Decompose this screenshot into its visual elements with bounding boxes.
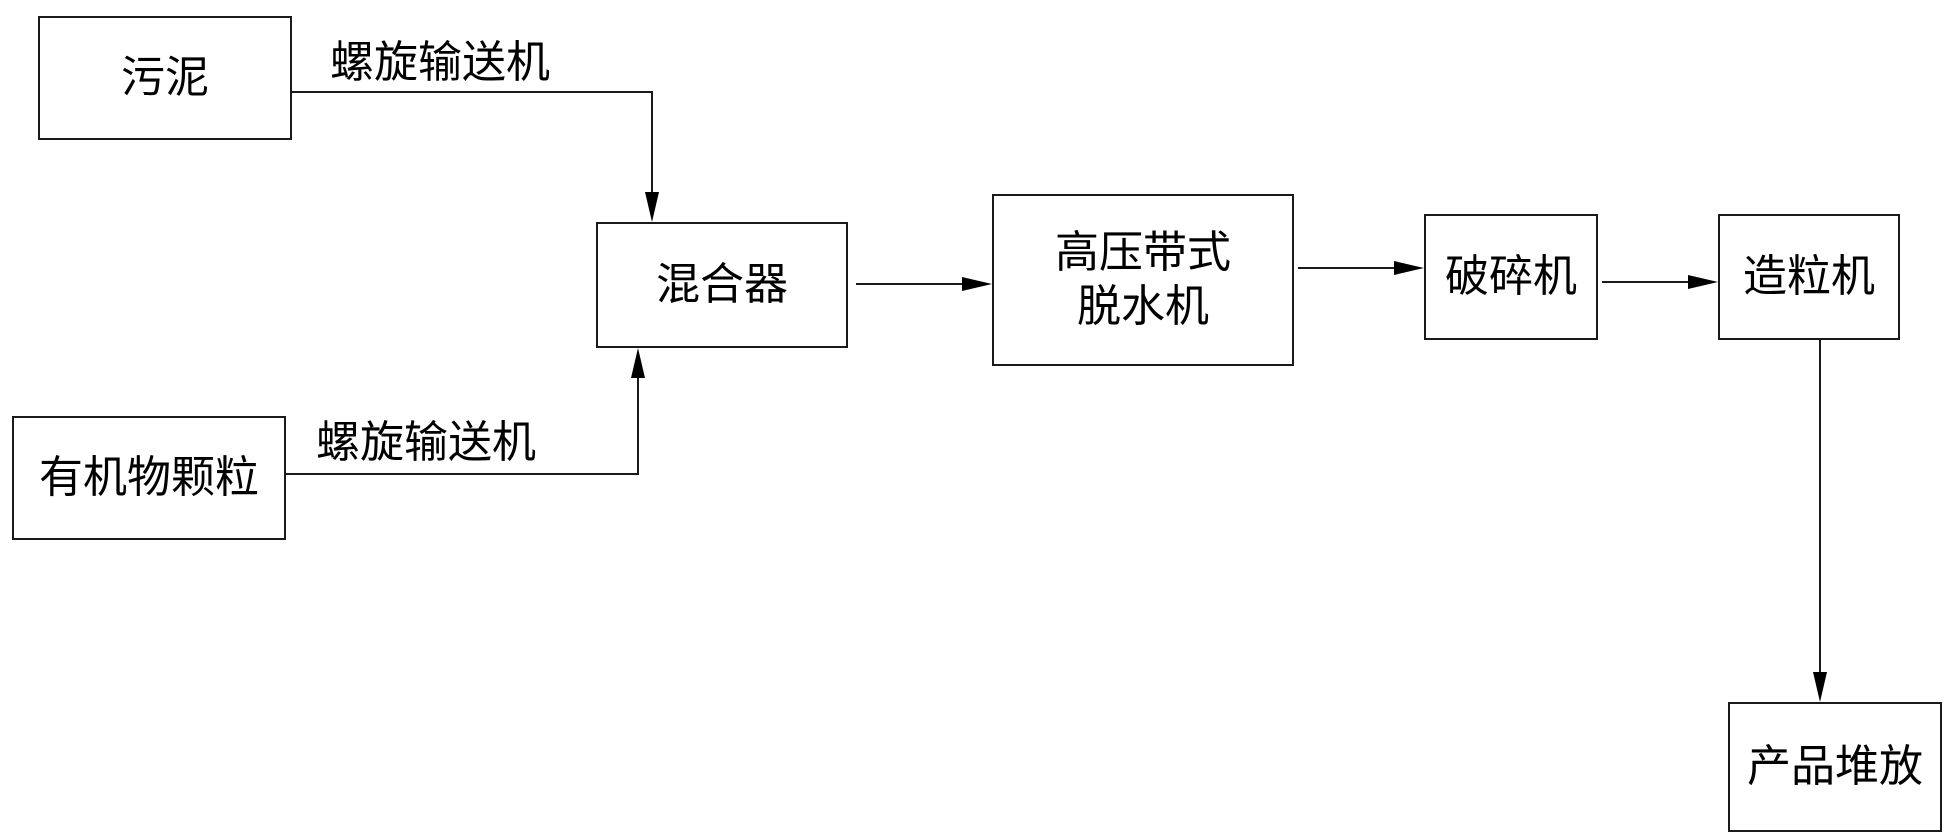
node-mixer-label: 混合器 xyxy=(656,259,788,310)
edge-organic-to-mixer xyxy=(286,374,639,475)
arrowhead-organic-to-mixer xyxy=(631,348,645,378)
conveyor-label-bottom: 螺旋输送机 xyxy=(316,417,536,468)
node-organic-particles-label: 有机物颗粒 xyxy=(39,452,259,503)
arrowhead-sludge-to-mixer xyxy=(645,192,659,222)
node-product-storage: 产品堆放 xyxy=(1728,702,1942,832)
node-sludge: 污泥 xyxy=(38,16,292,140)
arrowhead-granulator-to-storage xyxy=(1813,672,1827,702)
node-mixer: 混合器 xyxy=(596,222,848,348)
node-crusher: 破碎机 xyxy=(1424,214,1598,340)
node-product-storage-label: 产品堆放 xyxy=(1747,741,1923,792)
arrowhead-crusher-to-granulator xyxy=(1688,275,1718,289)
node-granulator-label: 造粒机 xyxy=(1743,251,1875,302)
arrowhead-dewater-to-crusher xyxy=(1394,261,1424,275)
node-granulator: 造粒机 xyxy=(1718,214,1900,340)
node-sludge-label: 污泥 xyxy=(121,52,209,103)
node-belt-press-dewaterer-label: 高压带式 脱水机 xyxy=(1055,227,1231,332)
node-belt-press-dewaterer: 高压带式 脱水机 xyxy=(992,194,1294,366)
node-organic-particles: 有机物颗粒 xyxy=(12,416,286,540)
edge-sludge-to-mixer xyxy=(292,91,653,196)
arrowhead-mixer-to-dewater xyxy=(962,277,992,291)
conveyor-label-top: 螺旋输送机 xyxy=(330,37,550,88)
node-crusher-label: 破碎机 xyxy=(1445,251,1577,302)
